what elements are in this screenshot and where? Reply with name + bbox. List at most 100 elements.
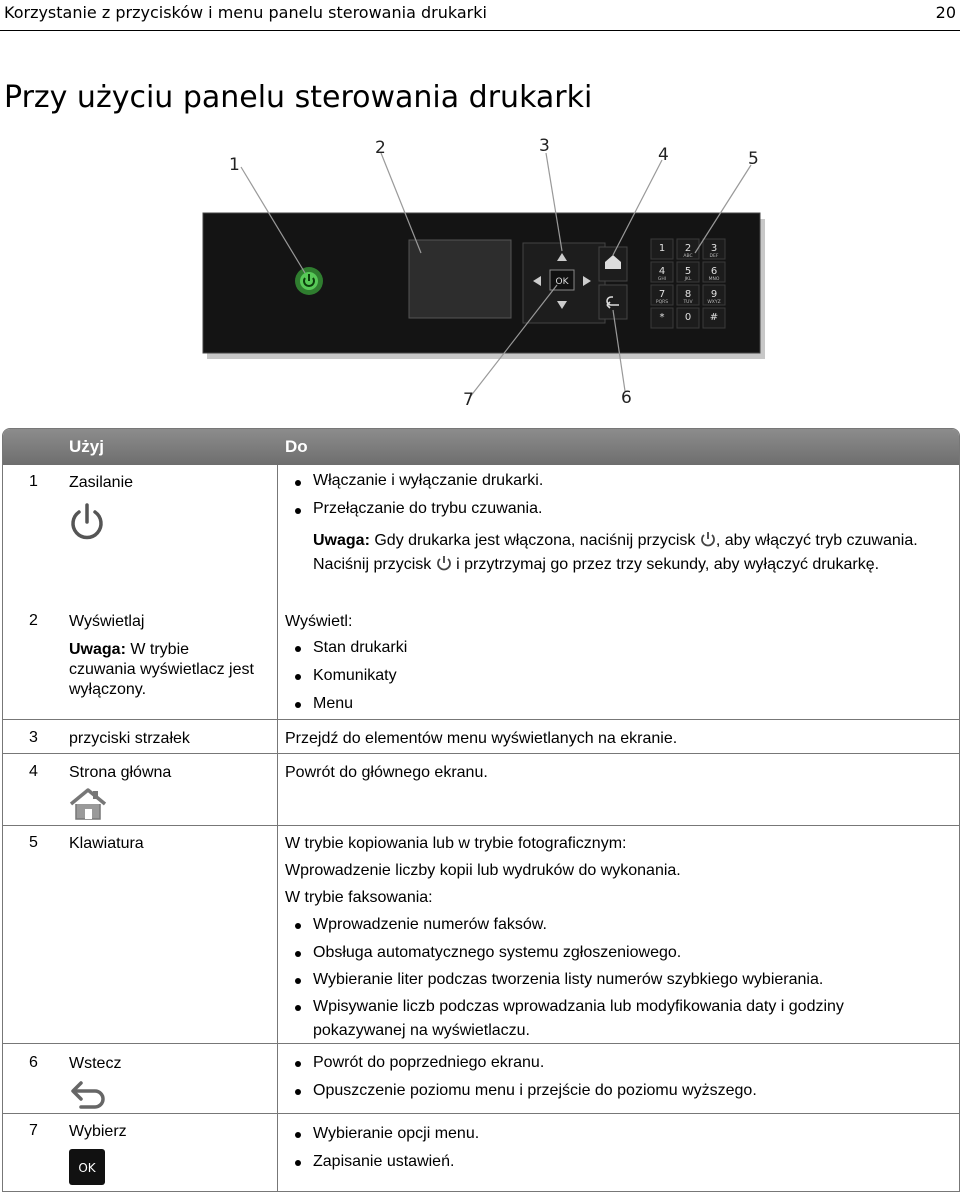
power-icon [71,503,103,540]
row-name: Klawiatura [69,835,144,852]
keypad-key-letters: GHI [658,276,666,282]
panel-home-icon [605,255,621,269]
bullet-text: Powrót do poprzedniego ekranu. [313,1054,545,1071]
fax-mode-label: W trybie faksowania: [285,889,433,906]
power-icon [436,556,451,571]
keypad-key [676,261,700,283]
bullet-text: Wprowadzenie numerów faksów. [313,916,547,933]
keypad-key [676,238,700,260]
table-header: Użyj Do [3,429,959,465]
row-number: 5 [29,834,38,851]
copy-mode-text: Wprowadzenie liczby kopii lub wydruków d… [285,862,681,879]
home-icon [69,788,107,820]
callout-2: 2 [375,138,386,158]
keypad-key-letters: TUV [682,299,693,305]
bullet-text: Obsługa automatycznego systemu zgłoszeni… [313,944,682,961]
keypad-key-label: * [660,312,665,323]
callout-5: 5 [748,149,759,169]
arrow-right-icon [583,276,591,286]
bullet-text: Komunikaty [313,667,397,684]
keypad-key [650,307,674,329]
page-header: Korzystanie z przycisków i menu panelu s… [0,0,960,31]
keypad-key-label: 5 [685,266,691,277]
keypad-key-label: # [710,312,718,323]
bullet-text: Przełączanie do trybu czuwania. [313,500,543,517]
arrow-up-icon [557,253,567,261]
row-description: Powrót do głównego ekranu. [285,764,488,781]
row-name: Strona główna [69,764,172,781]
keypad-key [702,284,726,306]
copy-mode-label: W trybie kopiowania lub w trybie fotogra… [285,835,627,852]
bullet-text: Menu [313,695,354,712]
display-note: Uwaga: W trybie czuwania wyświetlacz jes… [69,641,254,698]
back-arrow-icon [71,1081,105,1109]
row-description: Przejdź do elementów menu wyświetlanych … [285,730,678,747]
callout-7: 7 [463,390,474,410]
keypad-key [650,238,674,260]
keypad-key-letters: DEF [710,253,719,259]
callout-6: 6 [621,388,632,408]
keypad-key-letters: ABC [683,253,692,259]
keypad-key [702,238,726,260]
row-number: 6 [29,1054,38,1071]
keypad-key-label: 2 [685,243,691,254]
keypad-key-letters: PQRS [656,299,668,305]
keypad-key [676,307,700,329]
ok-button-icon: OK [69,1149,105,1185]
keypad-key-label: 0 [685,312,691,323]
keypad-key-label: 6 [711,266,717,277]
row-number: 1 [29,473,38,490]
page-number: 20 [935,3,956,22]
button-reference-table: Użyj Do 1 Zasilanie Włączanie i wyłączan… [2,428,960,1192]
arrow-left-icon [533,276,541,286]
keypad-key [650,261,674,283]
keypad-key [702,307,726,329]
bullet-text: Wybieranie opcji menu. [313,1125,480,1142]
bullet-text: Stan drukarki [313,639,408,656]
page-title: Przy użyciu panelu sterowania drukarki [4,80,593,115]
keypad-key-letters: MNO [709,276,720,282]
keypad-key [650,284,674,306]
svg-text:OK: OK [78,1161,96,1175]
display-screen [408,239,512,319]
keypad-key-letters: JKL [684,276,692,282]
panel-back-icon [606,296,619,309]
bullet-text: Zapisanie ustawień. [313,1153,455,1170]
note-label: Uwaga: [313,532,370,549]
column-header-do: Do [285,437,308,456]
power-icon [700,532,715,547]
power-note: Uwaga: Gdy drukarka jest włączona, naciś… [313,532,918,573]
keypad-key-label: 9 [711,289,717,300]
row-number: 7 [29,1122,38,1139]
row-name: Wybierz [69,1123,127,1140]
display-intro: Wyświetl: [285,613,353,630]
row-number: 3 [29,729,38,746]
ok-button [549,269,575,291]
note-label: Uwaga: [69,641,126,658]
row-name: przyciski strzałek [69,730,190,747]
callout-3: 3 [539,136,550,156]
keypad-key-label: 4 [659,266,665,277]
keypad-key-label: 8 [685,289,691,300]
arrow-down-icon [557,301,567,309]
row-name: Wyświetlaj [69,613,145,630]
keypad-key [676,284,700,306]
callout-1: 1 [229,155,240,175]
keypad-key [702,261,726,283]
bullet-text: Wpisywanie liczb podczas wprowadzania lu… [313,998,844,1039]
row-name: Zasilanie [69,474,134,491]
keypad-key-letters: WXYZ [707,299,720,305]
header-title: Korzystanie z przycisków i menu panelu s… [4,3,487,22]
bullet-text: Wybieranie liter podczas tworzenia listy… [313,971,824,988]
panel-ok-label: OK [556,277,570,287]
callout-4: 4 [658,145,669,165]
column-header-use: Użyj [69,437,104,456]
keypad-key-label: 7 [659,289,665,300]
row-number: 2 [29,612,38,629]
bullet-text: Włączanie i wyłączanie drukarki. [313,472,544,489]
keypad-key-label: 1 [659,243,665,254]
row-number: 4 [29,763,38,780]
row-name: Wstecz [69,1055,122,1072]
